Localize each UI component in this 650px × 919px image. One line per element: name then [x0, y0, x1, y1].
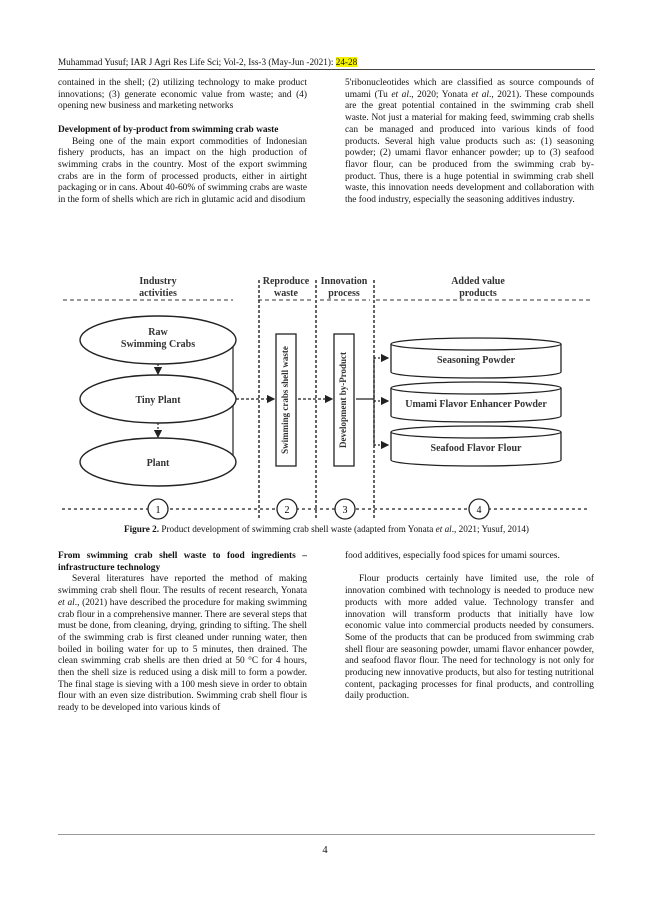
svg-text:2: 2 — [285, 505, 290, 516]
column-right-bottom: food additives, especially food spices f… — [345, 551, 594, 703]
step-circle-3: 3 — [334, 498, 356, 520]
label-plant: Plant — [147, 458, 170, 469]
paragraph-export: Being one of the main export commodities… — [58, 136, 307, 206]
paragraph-food-additives: food additives, especially food spices f… — [345, 551, 560, 561]
paragraph-flour-products: Flour products certainly have limited us… — [345, 574, 594, 702]
cylinder-umami-flavor-enhancer: Umami Flavor Enhancer Powder — [390, 381, 562, 423]
column-left-bottom: From swimming crab shell waste to food i… — [58, 551, 307, 715]
svg-text:1: 1 — [156, 505, 161, 516]
box-shell-waste — [275, 333, 297, 467]
paragraph-umami: 5'ribonucleotides which are classified a… — [345, 78, 595, 206]
step-circle-2: 2 — [276, 498, 298, 520]
label-seasoning-powder: Seasoning Powder — [437, 355, 516, 366]
label-shell-waste: Swimming crabs shell waste — [280, 346, 290, 454]
section-heading-food-ingredients: From swimming crab shell waste to food i… — [58, 551, 307, 573]
figure-caption: Figure 2. Product development of swimmin… — [124, 524, 529, 534]
column-right-top: 5'ribonucleotides which are classified a… — [345, 78, 594, 207]
continued-paragraph: contained in the shell; (2) utilizing te… — [58, 78, 307, 112]
box-development — [333, 333, 355, 467]
svg-text:4: 4 — [477, 505, 482, 516]
header-page-range: 24-28 — [335, 57, 358, 67]
label-umami-flavor-enhancer: Umami Flavor Enhancer Powder — [405, 399, 547, 410]
header-citation: Muhammad Yusuf; IAR J Agri Res Life Sci;… — [58, 57, 336, 67]
label-development: Development by-Product — [338, 352, 348, 448]
footer-divider — [58, 834, 595, 835]
step-circle-1: 1 — [147, 498, 169, 520]
paragraph-method: Several literatures have reported the me… — [58, 574, 307, 714]
cylinder-seasoning-powder: Seasoning Powder — [390, 337, 562, 379]
branch-connector — [356, 358, 375, 445]
running-header: Muhammad Yusuf; IAR J Agri Res Life Sci;… — [58, 57, 595, 70]
section-heading-byproduct: Development of by-product from swimming … — [58, 124, 279, 135]
cylinder-seafood-flavor-flour: Seafood Flavor Flour — [390, 425, 562, 467]
step-circle-4: 4 — [468, 498, 490, 520]
page-number: 4 — [322, 845, 328, 856]
column-left-top: contained in the shell; (2) utilizing te… — [58, 78, 307, 207]
svg-text:3: 3 — [343, 505, 348, 516]
label-tiny-plant: Tiny Plant — [135, 395, 181, 406]
label-seafood-flavor-flour: Seafood Flavor Flour — [431, 443, 522, 454]
